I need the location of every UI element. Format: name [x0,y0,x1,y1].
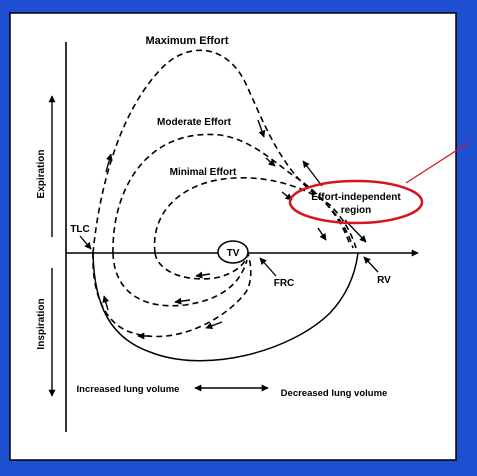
tlc-label: TLC [70,224,89,235]
curve-arrow-5 [265,157,276,167]
max-effort-label: Maximum Effort [145,35,228,47]
tv-oval [217,240,249,264]
max-effort-inspiration-curve [92,252,252,338]
minimal-effort-label: Minimal Effort [170,167,237,178]
curve-arrow-3 [317,227,327,241]
tv-label: TV [227,248,240,259]
moderate-effort-label: Moderate Effort [157,117,232,128]
rv-label: RV [377,275,391,286]
decreased-volume-label: Decreased lung volume [281,388,388,399]
effort-independent-label-2: region [341,205,372,216]
rv-pointer [363,256,379,273]
moderate-effort-inspiration-curve [112,252,248,307]
curve-arrow-1 [105,153,113,173]
curve-arrow-7 [205,321,223,330]
minimal-effort-curve [153,177,357,254]
expiration-label: Expiration [36,150,47,199]
curve-arrow-2 [257,119,266,138]
curve-arrow-6 [174,297,191,305]
effort-independent-highlight [288,179,424,225]
curve-arrow-9 [102,295,110,311]
frc-label: FRC [274,278,295,289]
curve-arrow-8 [195,271,211,279]
minimal-effort-inspiration-curve [154,252,248,280]
effort-independent-label-1: Effort-independent [311,192,401,203]
region-pointer-up [302,160,323,187]
inspiration-label: Inspiration [36,298,47,349]
moderate-effort-curve [112,133,351,254]
increased-volume-label: Increased lung volume [77,384,180,395]
tlc-pointer [79,235,92,250]
highlight-connector [405,142,469,184]
inspiration-max-curve [92,252,359,362]
frc-pointer [259,257,277,277]
